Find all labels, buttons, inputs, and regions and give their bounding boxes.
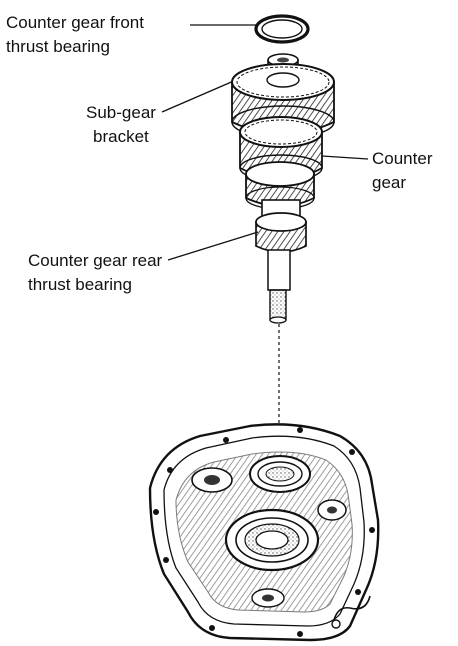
flange-bolt-holes — [153, 427, 375, 637]
label-sub-gear-bracket-line2: bracket — [93, 127, 149, 146]
label-counter-gear-line2: gear — [372, 173, 407, 192]
wire-clip — [333, 595, 371, 621]
label-counter-gear-line1: Counter — [372, 149, 433, 168]
label-front-thrust-bearing-line2: thrust bearing — [6, 37, 110, 56]
front-thrust-bearing — [254, 14, 310, 44]
leader-sub-gear-bracket — [161, 79, 237, 113]
leader-counter-gear — [321, 155, 369, 160]
leader-rear-thrust-bearing — [167, 231, 259, 261]
transmission-case — [148, 423, 380, 642]
rear-thrust-bearing-gear — [255, 212, 307, 253]
label-rear-thrust-bearing-line2: thrust bearing — [28, 275, 132, 294]
counter-shaft-rear — [267, 249, 291, 324]
label-front-thrust-bearing-line1: Counter gear front — [6, 13, 144, 32]
counter-gear-lower — [245, 161, 315, 210]
label-sub-gear-bracket-line1: Sub-gear — [86, 103, 156, 122]
leader-lines — [161, 24, 369, 261]
label-rear-thrust-bearing-line1: Counter gear rear — [28, 251, 163, 270]
